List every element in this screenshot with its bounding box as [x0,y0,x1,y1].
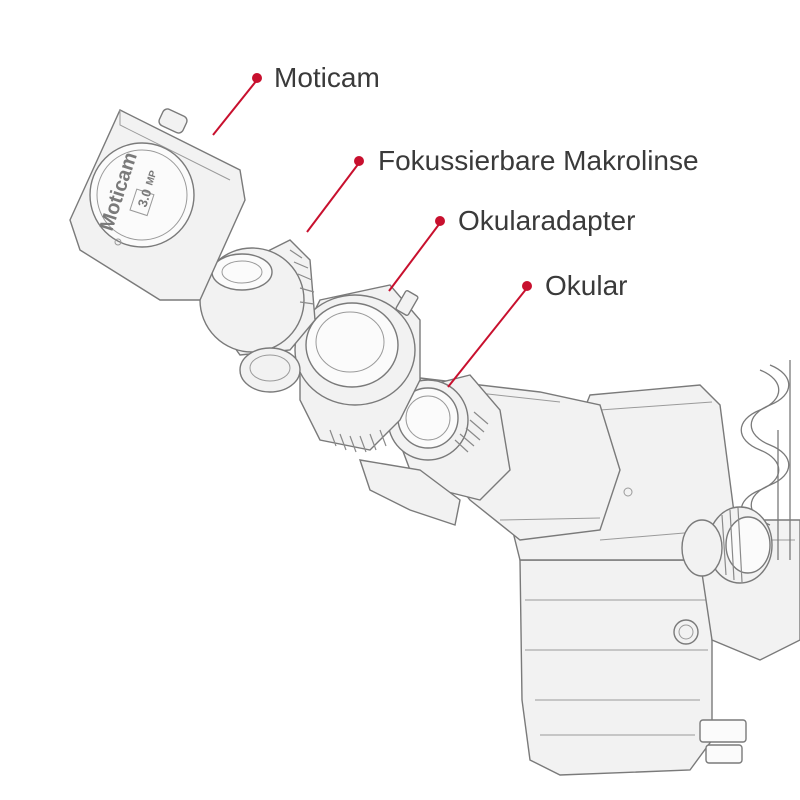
moticam-camera: Moticam 3.0 MP [69,108,246,301]
label-okularadapter: Okularadapter [458,205,635,236]
leader-line-makrolinse [306,162,360,233]
callout-dot [354,156,364,166]
callout-dot [522,281,532,291]
camera-unit-print: MP [144,169,159,187]
callout-okular: Okular [447,270,627,388]
callout-dot [252,73,262,83]
leader-line-moticam [212,79,258,136]
leader-line-okularadapter [388,222,441,292]
okular-part [387,374,511,501]
makrolinse-part [199,239,316,393]
label-makrolinse: Fokussierbare Makrolinse [378,145,699,176]
okularadapter-part [294,284,461,526]
focus-knob [681,506,773,584]
gooseneck-light [740,360,791,560]
callout-moticam: Moticam [212,62,380,136]
callout-okularadapter: Okularadapter [388,205,635,292]
leader-line-okular [447,287,528,388]
callout-makrolinse: Fokussierbare Makrolinse [306,145,699,233]
label-okular: Okular [545,270,627,301]
label-moticam: Moticam [274,62,380,93]
callout-dot [435,216,445,226]
camera-model-print: 3.0 [135,187,155,209]
